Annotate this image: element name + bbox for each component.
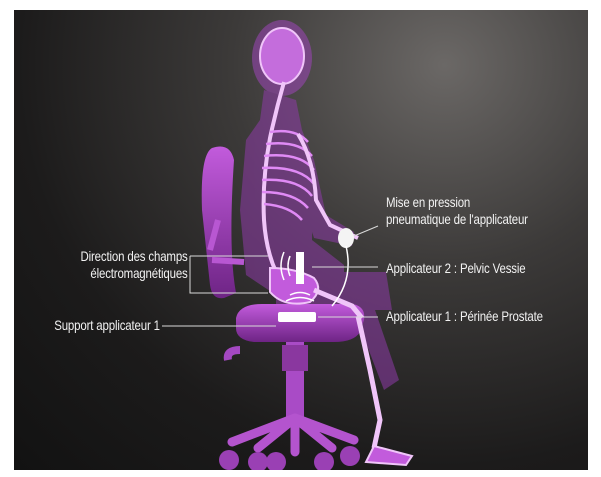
label-direction-champs: Direction des champs électromagnétiques — [81, 248, 188, 282]
foot-bones — [366, 446, 412, 465]
leader-pression — [354, 226, 378, 236]
label-applicateur-1: Applicateur 1 : Périnée Prostate — [386, 308, 543, 325]
chair-base — [232, 418, 354, 452]
label-mise-en-pression: Mise en pression pneumatique de l'applic… — [386, 194, 528, 228]
applicator-1 — [278, 312, 316, 322]
applicator-2 — [296, 252, 304, 284]
label-direction-champs-line1: Direction des champs — [81, 248, 188, 265]
label-applicateur-2: Applicateur 2 : Pelvic Vessie — [386, 260, 525, 277]
bracket-champs — [190, 256, 198, 293]
chair-column-top — [282, 345, 308, 371]
label-support-applicateur-1: Support applicateur 1 — [54, 317, 160, 334]
label-mise-en-pression-line1: Mise en pression — [386, 194, 528, 211]
skull — [260, 28, 304, 84]
label-direction-champs-line2: électromagnétiques — [81, 265, 188, 282]
chair-wheels — [219, 446, 360, 470]
seated-skeleton-illustration — [14, 10, 588, 470]
chair-seat — [236, 304, 364, 342]
chair-armrest-lever — [228, 350, 240, 360]
pneumatic-bulb — [339, 229, 353, 247]
diagram-panel: Mise en pression pneumatique de l'applic… — [14, 10, 588, 470]
label-mise-en-pression-line2: pneumatique de l'applicateur — [386, 211, 528, 228]
